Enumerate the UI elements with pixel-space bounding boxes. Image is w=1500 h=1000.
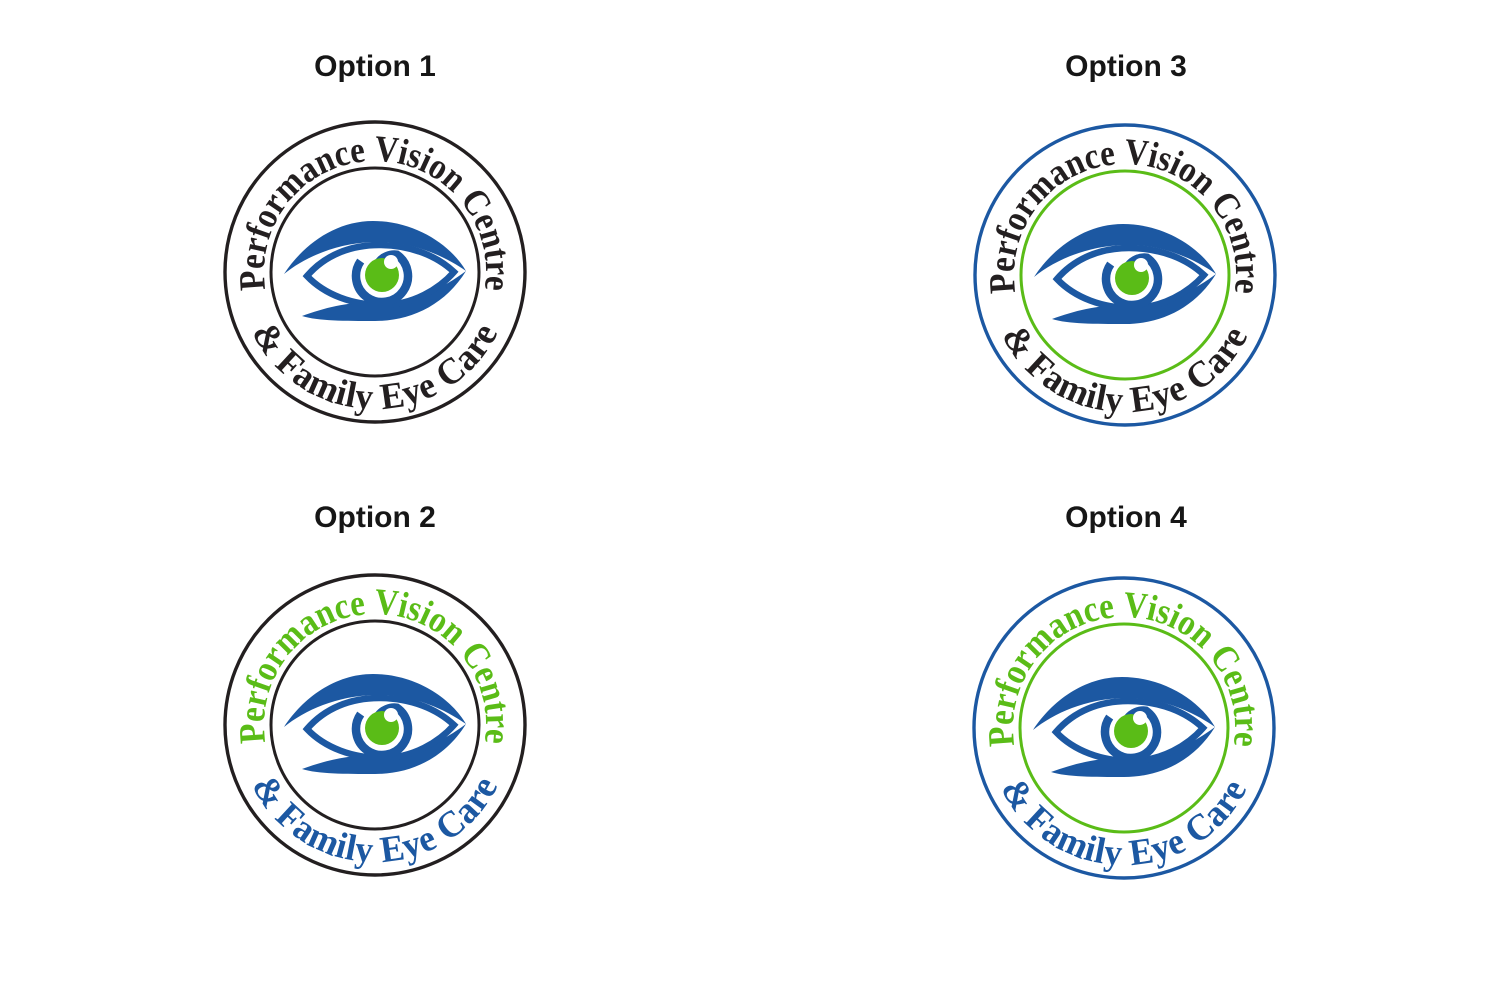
outer-ring xyxy=(223,573,527,877)
option-4-title: Option 4 xyxy=(1065,501,1187,534)
outer-ring xyxy=(223,120,527,424)
iris-spiral xyxy=(1101,253,1163,310)
eye-inner-outline xyxy=(302,241,459,309)
arc-text-bottom: & Family Eye Care xyxy=(243,315,506,418)
pupil-highlight xyxy=(1134,258,1148,272)
eye-inner-outline xyxy=(302,694,459,762)
logo-option-1: Performance Vision Centre & Family Eye C… xyxy=(223,120,527,424)
eye-upper-lid xyxy=(1034,224,1216,277)
pupil-highlight xyxy=(1133,711,1147,725)
inner-ring xyxy=(269,619,481,831)
outer-ring xyxy=(972,576,1276,880)
eye-lower-lid xyxy=(1051,727,1215,777)
inner-ring xyxy=(269,166,481,378)
option-3-title: Option 3 xyxy=(1065,50,1187,83)
logo-option-4: Performance Vision Centre & Family Eye C… xyxy=(972,576,1276,880)
iris-spiral xyxy=(351,703,413,760)
eye-icon xyxy=(1034,224,1216,324)
eye-icon xyxy=(284,221,466,321)
pupil-highlight xyxy=(384,708,398,722)
eye-inner-outline xyxy=(1051,697,1208,765)
pupil-highlight xyxy=(384,255,398,269)
eye-lower-lid xyxy=(1052,274,1216,324)
eye-icon xyxy=(284,674,466,774)
inner-ring xyxy=(1018,622,1230,834)
arc-text-bottom: & Family Eye Care xyxy=(992,771,1255,874)
arc-text-bottom: & Family Eye Care xyxy=(243,768,506,871)
option-2-title: Option 2 xyxy=(314,501,436,534)
logo-option-3: Performance Vision Centre & Family Eye C… xyxy=(973,123,1277,427)
eye-upper-lid xyxy=(284,221,466,274)
eye-upper-lid xyxy=(1033,677,1215,730)
outer-ring xyxy=(973,123,1277,427)
logo-option-2: Performance Vision Centre & Family Eye C… xyxy=(223,573,527,877)
eye-inner-outline xyxy=(1052,244,1209,312)
eye-lower-lid xyxy=(302,724,466,774)
eye-lower-lid xyxy=(302,271,466,321)
eye-icon xyxy=(1033,677,1215,777)
iris-spiral xyxy=(351,250,413,307)
inner-ring xyxy=(1019,169,1231,381)
arc-text-bottom: & Family Eye Care xyxy=(993,318,1256,421)
iris-spiral xyxy=(1100,706,1162,763)
option-1-title: Option 1 xyxy=(314,50,436,83)
eye-upper-lid xyxy=(284,674,466,727)
